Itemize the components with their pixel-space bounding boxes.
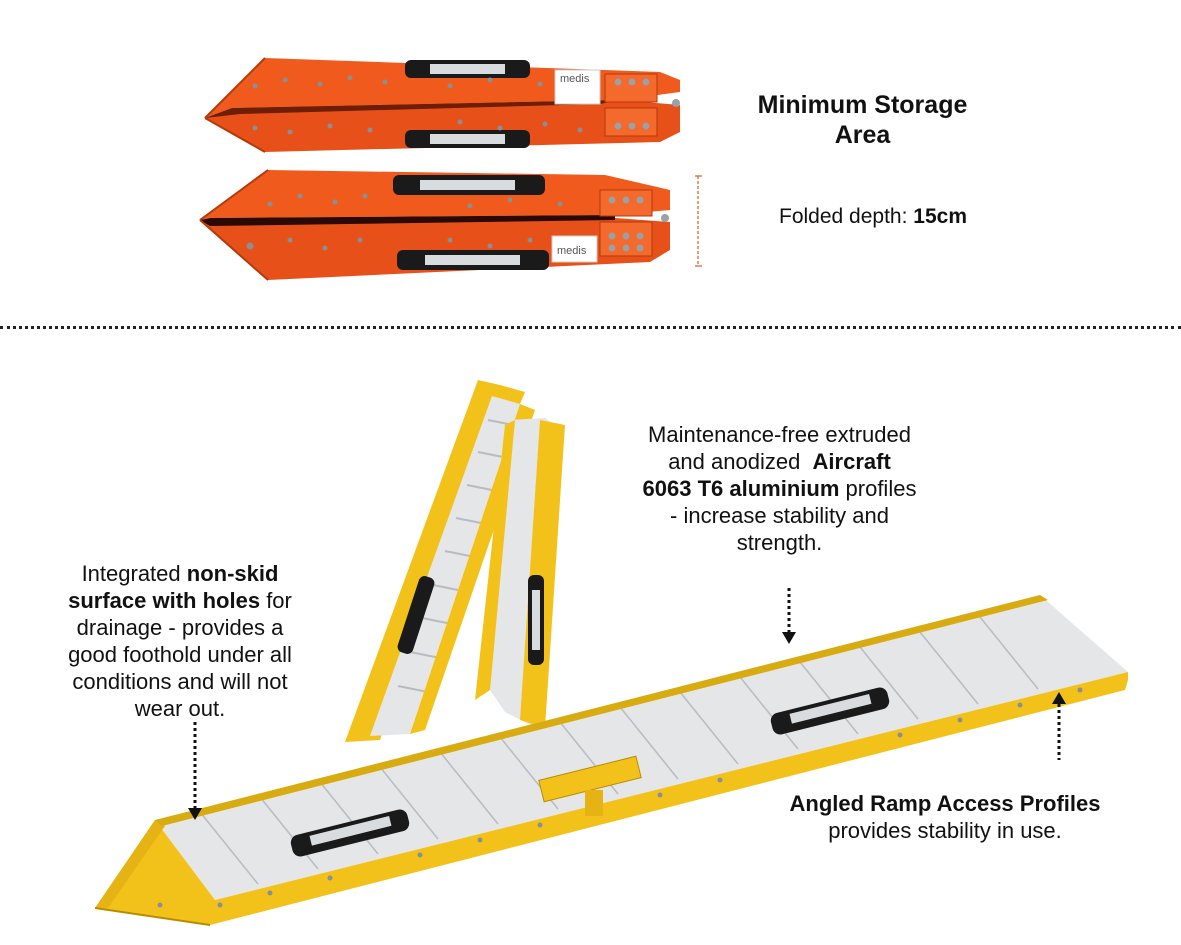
folded-depth-value: 15cm — [913, 205, 967, 228]
folded-ramp-lower: medis — [199, 169, 670, 281]
folded-ramp-upper: medis — [204, 57, 680, 153]
nonskid-line-4: good foothold under all — [68, 642, 292, 667]
nonskid-line-5: conditions and will not — [72, 669, 288, 694]
nonskid-callout: Integrated non-skid surface with holes f… — [35, 560, 325, 722]
nonskid-line-1-text: Integrated — [81, 561, 187, 586]
arrow-nonskid — [188, 722, 202, 820]
arrow-aluminium — [782, 588, 796, 644]
storage-title: Minimum Storage Area — [757, 91, 968, 149]
angled-title: Angled Ramp Access Profiles — [789, 791, 1101, 816]
folded-depth-text: Folded depth: 15cm — [748, 205, 998, 229]
long-ramp — [94, 595, 1128, 926]
angled-callout: Angled Ramp Access Profiles provides sta… — [755, 790, 1135, 844]
aluminium-line-3-text: profiles — [839, 476, 917, 501]
angled-body: provides stability in use. — [828, 818, 1062, 843]
logo-lower: medis — [557, 245, 587, 257]
aluminium-line-1: Maintenance-free extruded — [648, 422, 911, 447]
nonskid-line-1: Integrated non-skid — [35, 560, 325, 587]
folded-depth-label: Folded depth: — [779, 205, 908, 228]
aluminium-callout: Maintenance-free extruded and anodized A… — [612, 421, 947, 556]
aluminium-line-4: - increase stability and — [670, 503, 889, 528]
aluminium-line-3-bold: 6063 T6 aluminium — [642, 476, 840, 501]
aluminium-line-2: and anodized Aircraft — [612, 448, 947, 475]
nonskid-line-2: surface with holes for — [35, 587, 325, 614]
logo-upper: medis — [560, 73, 590, 85]
folded-ramp-standing — [345, 380, 565, 742]
aluminium-line-5: strength. — [736, 530, 823, 555]
aluminium-line-3: 6063 T6 aluminium profiles — [612, 475, 947, 502]
nonskid-line-2-text: for — [260, 588, 292, 613]
arrow-angled — [1052, 692, 1066, 760]
nonskid-line-6: wear out. — [134, 696, 226, 721]
aluminium-line-2-text: and anodized — [668, 449, 807, 474]
nonskid-line-1-bold: non-skid — [186, 561, 279, 586]
nonskid-line-2-bold: surface with holes — [68, 588, 261, 613]
depth-dimension-marker — [695, 175, 702, 267]
aluminium-line-2-bold: Aircraft — [812, 449, 891, 474]
section-divider — [0, 326, 1181, 329]
nonskid-line-3: drainage - provides a — [76, 615, 284, 640]
